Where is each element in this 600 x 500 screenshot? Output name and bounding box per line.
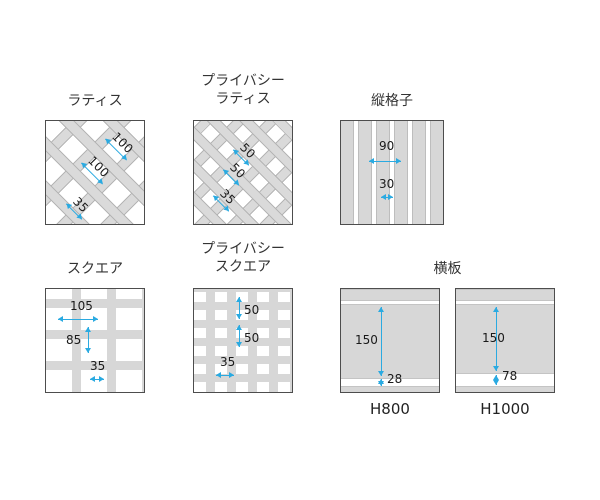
dimension-arrow xyxy=(381,194,393,200)
dimension-slat-width: 90 xyxy=(379,139,395,153)
dimension-lattice-pitch-1: 100 xyxy=(104,125,141,161)
board-plank xyxy=(456,304,554,374)
dimension-slat-width: 35 xyxy=(220,355,236,369)
dimension-board-height: 150 xyxy=(355,333,378,347)
dimension-value: 100 xyxy=(109,129,137,157)
dimension-arrow xyxy=(378,379,384,386)
dimension-arrow xyxy=(85,327,91,353)
dimension-pitch-1: 50 xyxy=(244,303,260,317)
dimension-arrow xyxy=(378,307,384,376)
dimension-board-height: 150 xyxy=(482,331,505,345)
title-line-2: ラティス xyxy=(215,91,271,107)
board-plank xyxy=(456,386,554,392)
panel-vertical-grid-swatch: 90 30 xyxy=(340,120,444,225)
board-plank xyxy=(341,386,439,392)
board-h1000-swatch: 150 78 xyxy=(455,288,555,393)
panel-title-horizontal-board: 横板 xyxy=(433,261,462,277)
title-line-2: スクエア xyxy=(215,259,271,275)
panel-privacy-lattice-swatch: 50 50 35 xyxy=(193,120,293,225)
dimension-lattice-pitch-2: 100 xyxy=(80,149,117,185)
dimension-gap: 28 xyxy=(387,372,403,386)
panel-privacy-square-swatch: 50 50 35 xyxy=(193,288,293,393)
panel-title-privacy-lattice: プライバシー ラティス xyxy=(193,72,293,108)
title-line-1: プライバシー xyxy=(201,73,285,89)
panel-lattice-swatch: 100 100 35 xyxy=(45,120,145,225)
dimension-arrow xyxy=(236,297,242,319)
board-h1000-label: H1000 xyxy=(480,400,530,418)
dimension-arrow xyxy=(369,158,401,164)
dimension-arrow xyxy=(236,325,242,347)
dimension-gap-width: 30 xyxy=(379,177,395,191)
dimension-lattice-slat-width: 35 xyxy=(65,190,96,220)
panel-title-vertical-grid: 縦格子 xyxy=(371,93,413,109)
panel-square-swatch: 105 85 35 xyxy=(45,288,145,393)
dimension-arrow xyxy=(58,316,98,322)
dimension-value: 100 xyxy=(85,153,113,181)
dimension-arrow xyxy=(493,307,499,371)
board-plank xyxy=(341,304,439,379)
title-line-1: プライバシー xyxy=(201,241,285,257)
dimension-gap: 78 xyxy=(502,369,518,383)
dimension-arrow xyxy=(493,375,499,385)
dimension-arrow xyxy=(90,376,104,382)
board-h800-label: H800 xyxy=(370,400,410,418)
board-plank xyxy=(341,289,439,301)
panel-title-lattice: ラティス xyxy=(67,93,123,109)
board-plank xyxy=(456,289,554,301)
dimension-slat-width: 35 xyxy=(90,359,106,373)
dimension-pitch-2: 50 xyxy=(244,331,260,345)
board-h800-swatch: 150 28 xyxy=(340,288,440,393)
dimension-privacy-lattice-slat-width: 35 xyxy=(212,183,242,212)
dimension-arrow xyxy=(216,372,234,378)
dimension-vertical-pitch: 85 xyxy=(66,333,82,347)
panel-title-privacy-square: プライバシー スクエア xyxy=(193,240,293,276)
panel-title-square: スクエア xyxy=(67,261,123,277)
dimension-horizontal-pitch: 105 xyxy=(70,299,93,313)
